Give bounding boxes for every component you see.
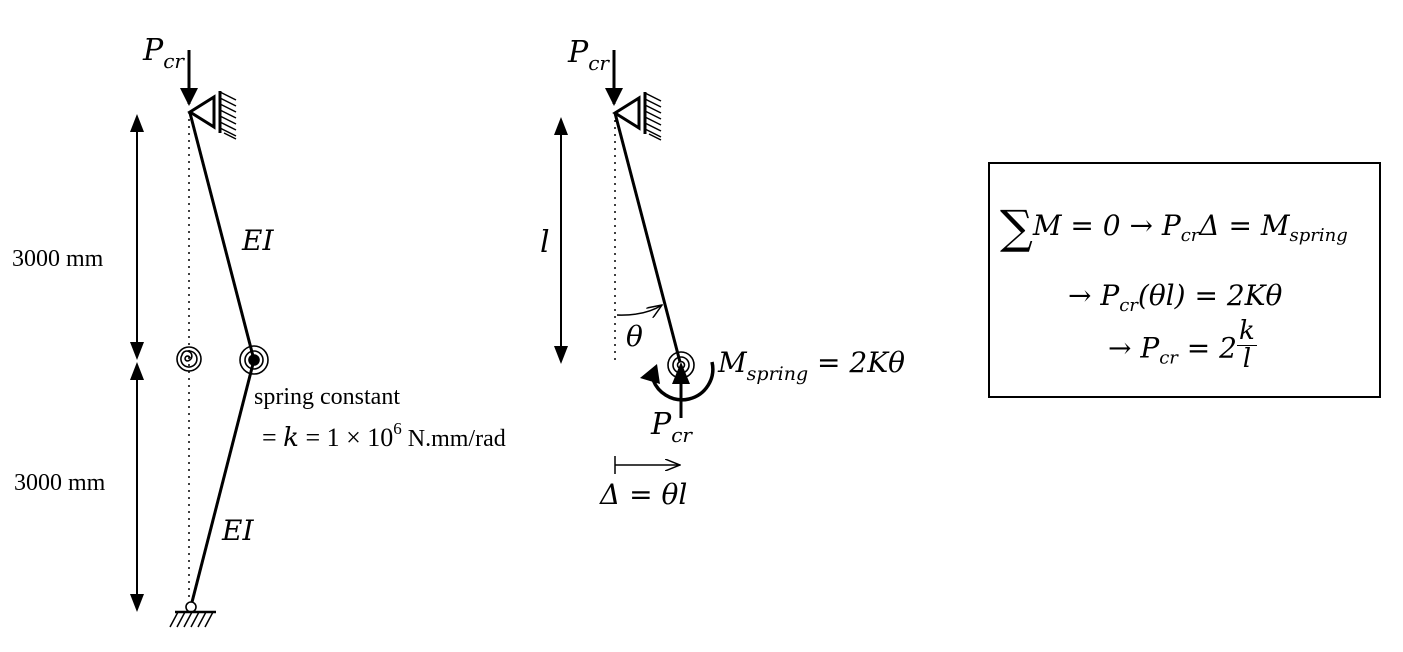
lower-length-label: 3000 mm	[14, 470, 106, 496]
left-load-label: Pcr	[142, 33, 185, 73]
equation-moment-balance: ∑M = 0 → PcrΔ = Mspring	[1000, 200, 1348, 254]
right-member	[613, 112, 682, 363]
left-pin-support	[169, 601, 216, 628]
spring-constant-label: spring constant	[254, 384, 400, 410]
right-free-body-figure: Pcr l θ	[540, 35, 905, 511]
moment-label: Mspring = 2Kθ	[717, 346, 905, 385]
left-roller-support	[187, 91, 237, 140]
upper-member-label: EI	[241, 224, 274, 257]
upper-length-label: 3000 mm	[12, 246, 104, 272]
right-roller-support	[612, 92, 662, 141]
lower-member-label: EI	[221, 514, 254, 547]
left-spring-deformed	[239, 345, 269, 375]
right-top-load-label: Pcr	[567, 35, 610, 75]
left-lower-member	[189, 359, 256, 607]
angle-arc	[616, 305, 662, 315]
left-column-figure: Pcr	[12, 33, 506, 628]
equation-box: ∑M = 0 → PcrΔ = Mspring → Pcr(θl) = 2Kθ …	[988, 162, 1381, 398]
right-bottom-load-label: Pcr	[650, 407, 693, 447]
right-length-label: l	[540, 225, 550, 260]
angle-label: θ	[626, 320, 643, 353]
spring-constant-value: = k = 1 × 106 N.mm/rad	[262, 419, 506, 453]
equation-substitution: → Pcr(θl) = 2Kθ	[1068, 279, 1283, 316]
delta-label: Δ = θl	[599, 478, 687, 511]
spring-moment-arrow	[650, 361, 715, 402]
left-spring-original	[176, 346, 202, 372]
left-upper-member	[188, 112, 256, 361]
